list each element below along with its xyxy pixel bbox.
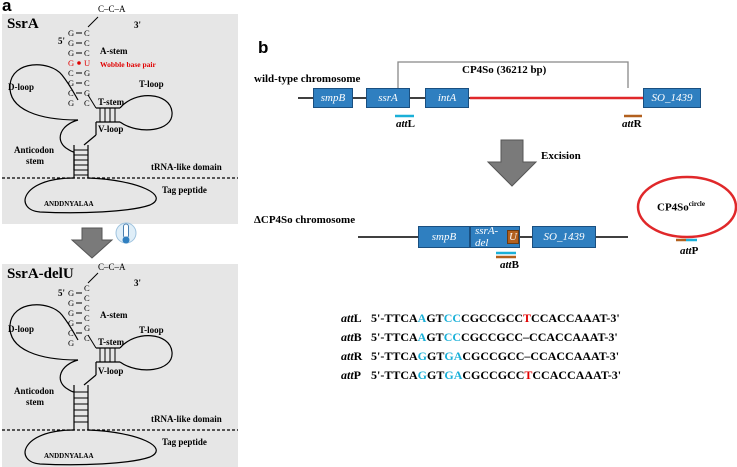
sequence-segment: CGCCGCC xyxy=(461,311,524,325)
cp4so-span-label: CP4So (36212 bp) xyxy=(462,64,547,76)
gene-so1439-delta: SO_1439 xyxy=(532,226,596,248)
sequence-segment: CC xyxy=(443,330,462,344)
stem-label: stem xyxy=(26,156,44,166)
gene-smpb-delta: smpB xyxy=(418,226,470,248)
down-arrow-icon xyxy=(70,227,114,259)
ssra-title: SsrA xyxy=(7,16,39,32)
sequence-segment: CCACCAAAT-3' xyxy=(530,349,620,363)
gene-smpb: smpB xyxy=(313,88,353,108)
sequence-segment: A xyxy=(417,311,427,325)
wobble-label: Wobble base pair xyxy=(100,60,156,69)
att-sequence-name: attB xyxy=(341,330,362,344)
cp4so-circle xyxy=(636,175,737,239)
sequence-segment: GT xyxy=(427,368,445,382)
tag-peptide-label-bottom: Tag peptide xyxy=(162,437,207,447)
sequence-segment: CGCCGCC xyxy=(461,330,524,344)
sequence-segment: 5'-TTCA xyxy=(371,330,418,344)
t-stem-label: T-stem xyxy=(98,97,125,107)
trna-domain-label-bottom: tRNA-like domain xyxy=(151,414,222,424)
panel-a-label: a xyxy=(2,0,12,15)
gene-inta: intA xyxy=(425,88,469,108)
t-stem-label-bottom: T-stem xyxy=(98,337,125,347)
sequence-segment: A xyxy=(417,330,427,344)
att-sequence-name: attR xyxy=(341,349,363,363)
stem-label-bottom: stem xyxy=(26,397,44,407)
attb-label: attB xyxy=(500,259,519,271)
sequence-segment: 5'-TTCA xyxy=(371,349,418,363)
sequence-segment: GA xyxy=(444,368,463,382)
sequence-segment: 5'-TTCA xyxy=(371,311,418,325)
panel-b-label: b xyxy=(258,38,269,57)
tag-sequence-bottom: ANDDNYALAA xyxy=(44,452,94,460)
trna-domain-label: tRNA-like domain xyxy=(151,162,222,172)
sequence-segment: CCACCAAAT-3' xyxy=(531,311,620,325)
cp4so-circle-label: CP4Socircle xyxy=(657,200,705,214)
att-sequence: 5'-TTCAGGTGACGCCGCC–CCACCAAAT-3' xyxy=(371,349,619,364)
t-loop-label-bottom: T-loop xyxy=(139,325,164,335)
anticodon-label: Anticodon xyxy=(14,145,55,155)
tag-sequence: ANDDNYALAA xyxy=(44,200,94,208)
sequence-segment: G xyxy=(417,368,428,382)
sequence-segment: CCACCAAAT-3' xyxy=(529,330,618,344)
att-sequence: 5'-TTCAGGTGACGCCGCCTCCACCAAAT-3' xyxy=(371,368,621,383)
ssra-panel xyxy=(2,14,238,224)
sequence-segment: CCACCAAAT-3' xyxy=(532,368,622,382)
sequence-segment: – xyxy=(523,330,530,344)
attl-label: attL xyxy=(396,118,415,130)
sequence-segment: T xyxy=(524,368,533,382)
sequence-segment: T xyxy=(523,311,532,325)
sequence-segment: GT xyxy=(427,349,445,363)
d-loop-label: D-loop xyxy=(8,82,35,92)
att-sequence-name: attL xyxy=(341,311,362,325)
attr-label: attR xyxy=(622,118,642,130)
delu-marker: U xyxy=(507,230,519,244)
a-stem-label-bottom: A-stem xyxy=(100,310,128,320)
att-sequence: 5'-TTCAAGTCCCGCCGCC–CCACCAAAT-3' xyxy=(371,330,618,345)
anticodon-label-bottom: Anticodon xyxy=(14,386,55,396)
att-sequence-name: attP xyxy=(341,368,362,382)
three-prime-label-bottom: 3' xyxy=(134,278,142,288)
thermometer-icon xyxy=(115,222,137,244)
a-stem-label: A-stem xyxy=(100,46,128,56)
excision-arrow-icon xyxy=(486,139,538,187)
sequence-segment: CGCCGCC xyxy=(462,368,525,382)
wild-type-label: wild-type chromosome xyxy=(254,73,361,85)
sequence-segment: 5'-TTCA xyxy=(371,368,418,382)
v-loop-label-bottom: V-loop xyxy=(98,366,124,376)
five-prime-label-bottom: 5' xyxy=(58,288,66,298)
ssra-delu-title: SsrA-delU xyxy=(7,266,74,282)
sequence-segment: GA xyxy=(444,349,463,363)
excision-label: Excision xyxy=(541,150,581,162)
gene-so1439: SO_1439 xyxy=(643,88,701,108)
sequence-segment: – xyxy=(524,349,531,363)
five-prime-label: 5' xyxy=(58,36,66,46)
sequence-segment: GT xyxy=(426,330,444,344)
d-loop-label-bottom: D-loop xyxy=(8,324,35,334)
attp-label: attP xyxy=(680,245,699,257)
att-sequence: 5'-TTCAAGTCCCGCCGCCTCCACCAAAT-3' xyxy=(371,311,620,326)
sequence-segment: CGCCGCC xyxy=(462,349,525,363)
tag-peptide-label: Tag peptide xyxy=(162,185,207,195)
delta-chromosome-label: ΔCP4So chromosome xyxy=(254,214,356,226)
three-prime-label: 3' xyxy=(134,20,142,30)
gene-ssra: ssrA xyxy=(366,88,410,108)
cca-tail-bottom: C–C–A xyxy=(98,262,126,272)
t-loop-label: T-loop xyxy=(139,79,164,89)
sequence-segment: CC xyxy=(443,311,462,325)
v-loop-label: V-loop xyxy=(98,124,124,134)
cca-tail: C–C–A xyxy=(98,4,126,14)
sequence-segment: GT xyxy=(426,311,444,325)
sequence-segment: G xyxy=(417,349,428,363)
